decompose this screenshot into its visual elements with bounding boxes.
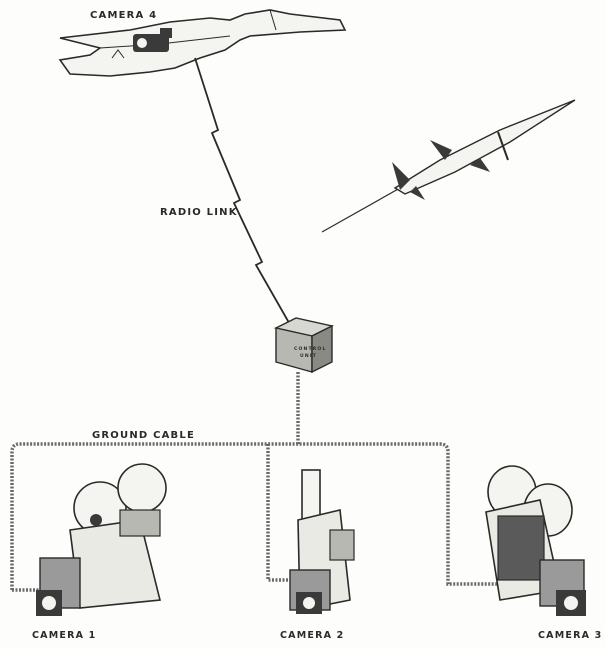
control-unit-label-line2: UNIT (300, 353, 317, 359)
camera-3-label: CAMERA 3 (538, 630, 602, 641)
ground-cable-label: GROUND CABLE (92, 430, 195, 441)
camera-1-label: CAMERA 1 (32, 630, 96, 641)
control-unit-label-line1: CONTROL (294, 346, 327, 352)
camera-4-label: CAMERA 4 (90, 10, 157, 21)
camera-1 (36, 463, 167, 616)
radio-link-label: RADIO LINK (160, 207, 238, 218)
control-unit (273, 317, 335, 374)
camera-2-label: CAMERA 2 (280, 630, 344, 641)
camera-3 (485, 465, 586, 616)
camera-2 (289, 469, 355, 614)
camera-4 (133, 28, 172, 52)
rocket-plane (321, 99, 576, 233)
radio-link-bolt (194, 57, 293, 329)
